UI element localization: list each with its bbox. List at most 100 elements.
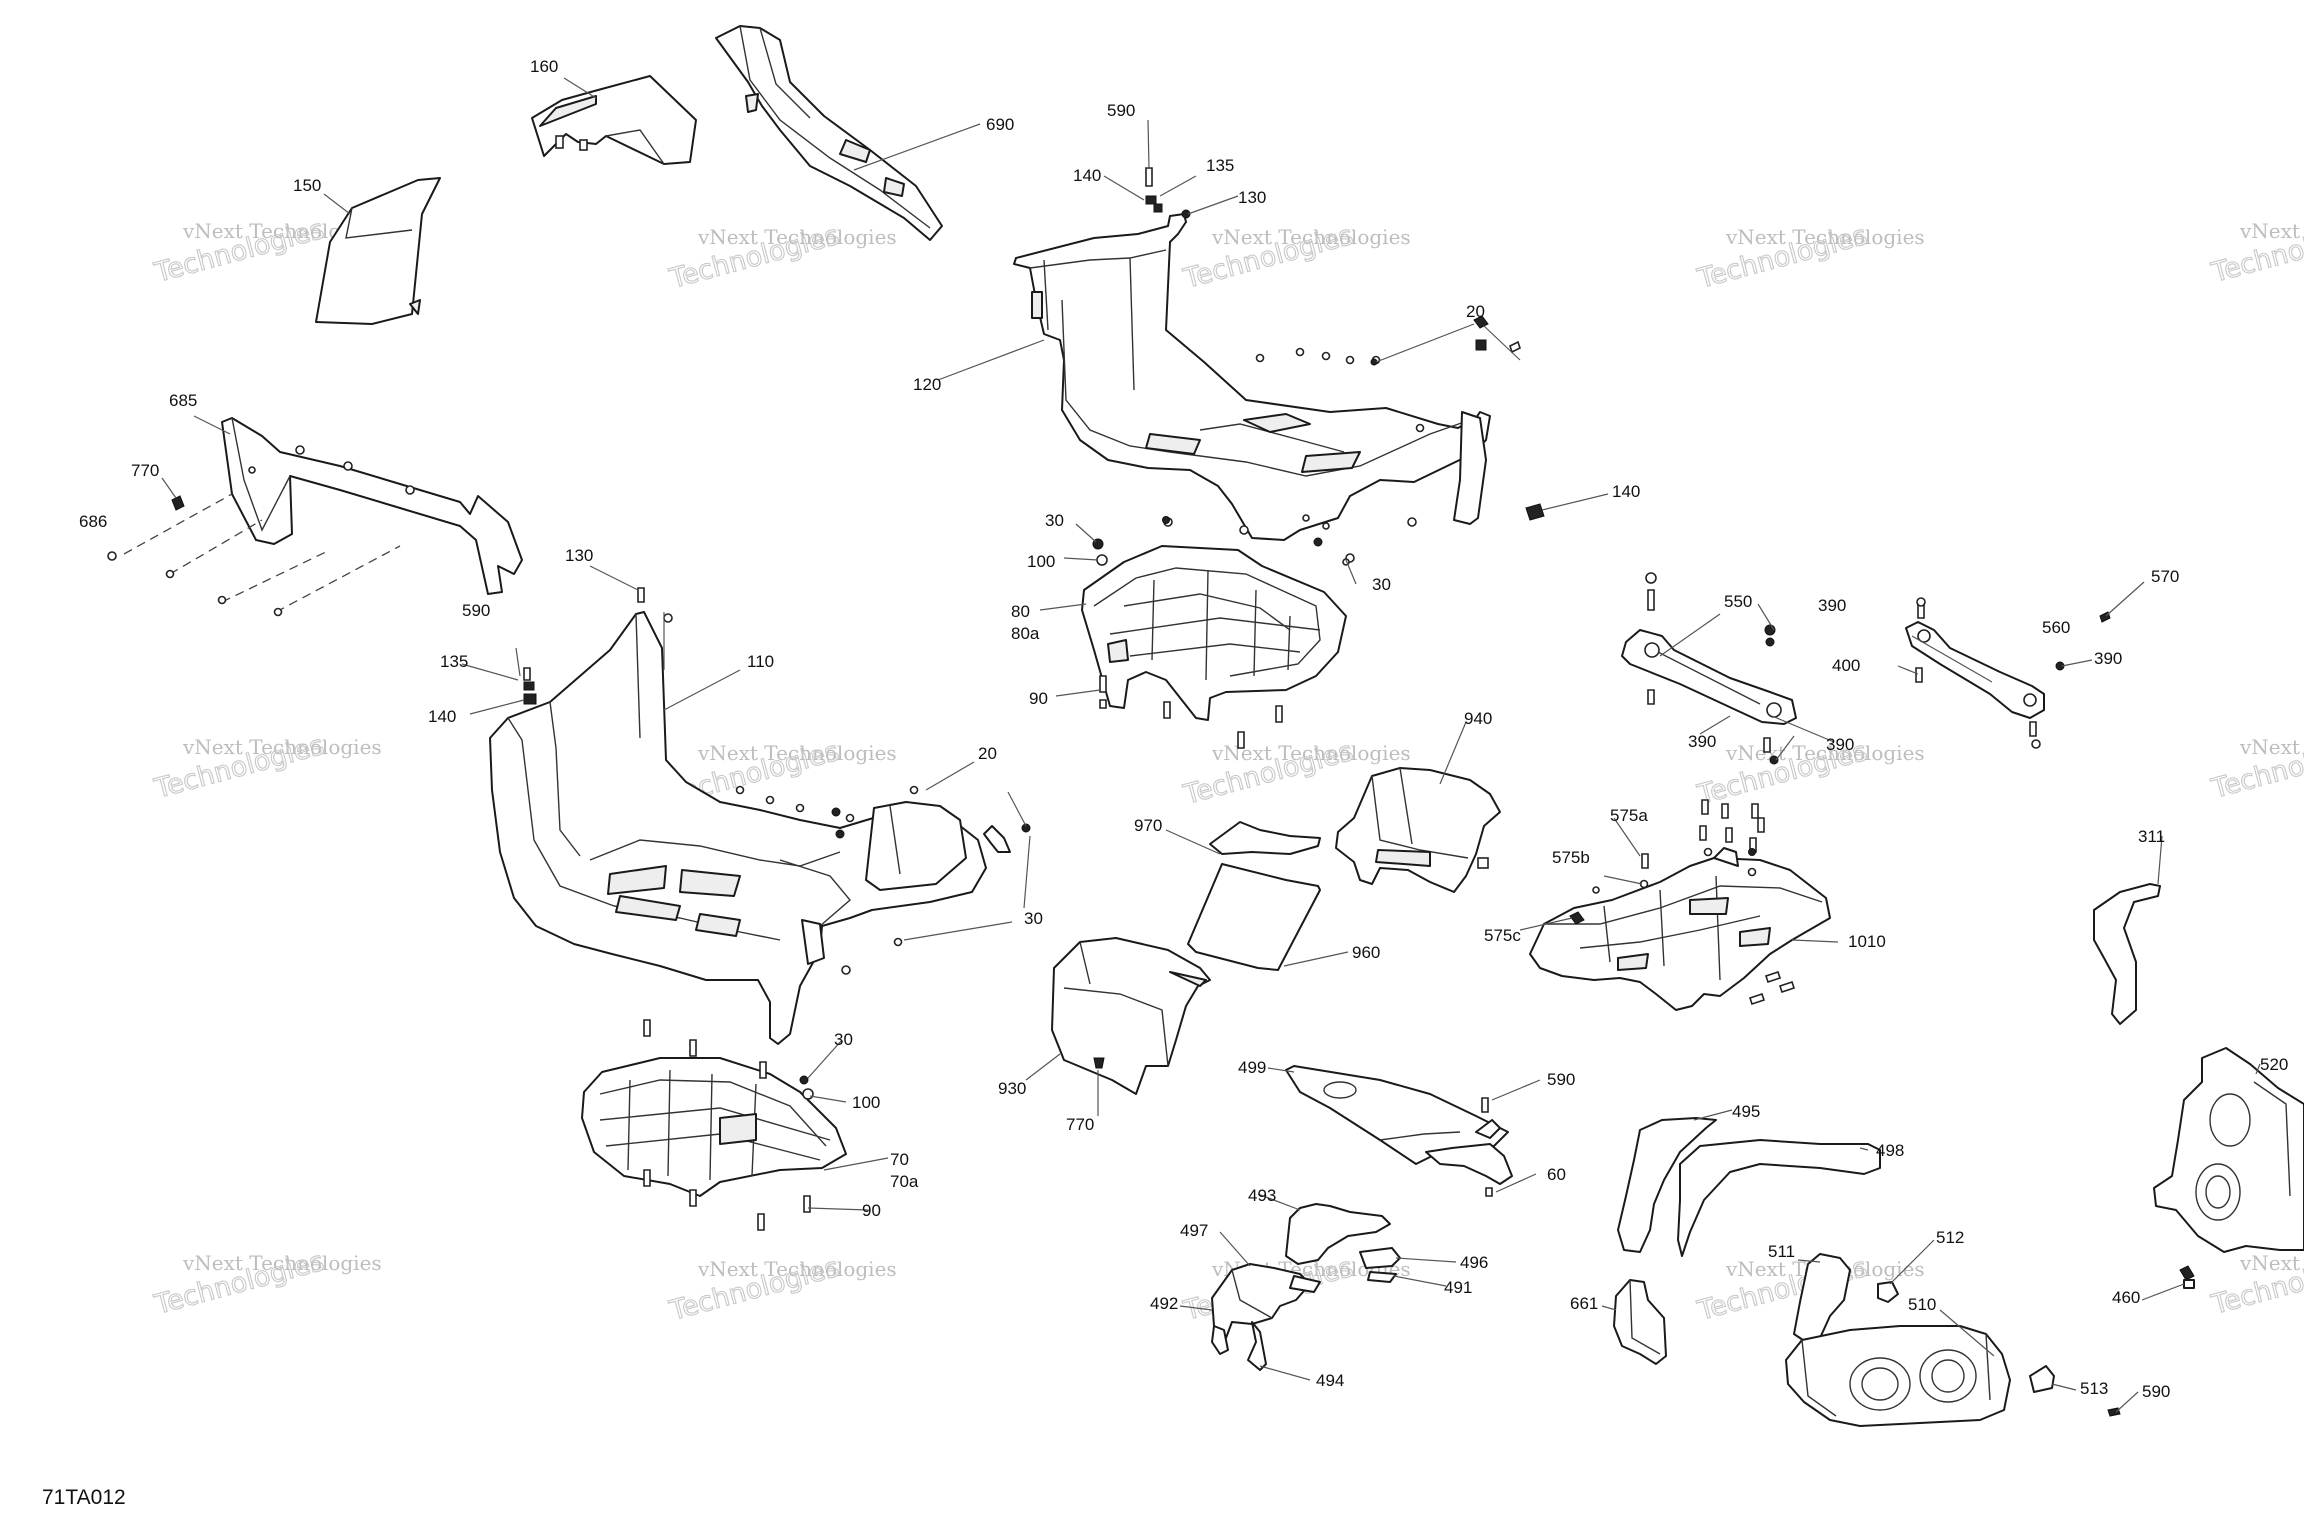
callout-label: 130 [565, 546, 593, 565]
svg-text:vNext Technologies: vNext Technologies [1725, 225, 1925, 249]
fastener [1485, 1187, 1493, 1197]
callout-label: 311 [2138, 827, 2165, 846]
watermark: vNext Technologies Technologies [2207, 1245, 2304, 1321]
parts-layer [107, 25, 2304, 1427]
part-770-clip [171, 495, 185, 511]
svg-text:vNext Technologies: vNext Technologies [182, 1251, 382, 1275]
part-520-bezel [2153, 1047, 2304, 1289]
fastener [217, 595, 227, 605]
svg-text:vNext Technologies: vNext Technologies [2239, 219, 2304, 243]
part-770-clip [1093, 1057, 1105, 1069]
part-311-bracket [2093, 883, 2161, 1025]
callout-label: 30 [834, 1030, 853, 1049]
part-685-rail [221, 417, 523, 595]
fastener [165, 569, 175, 579]
callout-label: 770 [131, 461, 159, 480]
part-512-clip [1877, 1281, 1899, 1303]
callout-label: 80a [1011, 624, 1040, 643]
part-150-side-panel [315, 177, 441, 325]
callout-label: 110 [747, 652, 774, 671]
part-110-front-footwell [489, 611, 1011, 1045]
callout-label: 493 [1248, 1186, 1276, 1205]
callout-label: 30 [1024, 909, 1043, 928]
part-550-bar [1621, 572, 1797, 765]
callout-label: 770 [1066, 1115, 1094, 1134]
callout-label: 400 [1832, 656, 1860, 675]
svg-text:vNext Technologies: vNext Technologies [1725, 741, 1925, 765]
callout-label: 140 [1612, 482, 1640, 501]
callout-label: 510 [1908, 1295, 1936, 1314]
part-661-bracket [1613, 1279, 1667, 1365]
watermark: vNext Technologies Technologies [665, 1251, 896, 1327]
callout-label: 135 [1206, 156, 1234, 175]
dash-line [169, 519, 263, 575]
watermark: vNext Technologies Technologies [2207, 729, 2304, 805]
callout-label: 590 [1547, 1070, 1575, 1089]
part-60-tab [1475, 1119, 1501, 1139]
part-70-frame [581, 1057, 847, 1197]
part-940-cover [1335, 767, 1501, 893]
part-140-clip [1525, 503, 1545, 521]
part-960-plate [1187, 863, 1321, 971]
callout-label: 70a [890, 1172, 919, 1191]
dash-line [123, 493, 233, 555]
callout-label: 491 [1444, 1278, 1472, 1297]
dash-line [221, 549, 331, 603]
callout-label: 495 [1732, 1102, 1760, 1121]
callout-label: 686 [79, 512, 107, 531]
callout-label: 575b [1552, 848, 1590, 867]
watermark: vNext Technologies Technologies [1179, 219, 1411, 295]
callout-label: 30 [1372, 575, 1391, 594]
callout-label: 570 [2151, 567, 2179, 586]
callout-label: 130 [1238, 188, 1266, 207]
callout-label: 135 [440, 652, 468, 671]
svg-text:vNext Technologies: vNext Technologies [1211, 225, 1411, 249]
part-120-rear-footwell [1013, 213, 1491, 541]
callout-label: 575c [1484, 926, 1521, 945]
callout-label: 498 [1876, 1141, 1904, 1160]
hardware-group [643, 1019, 814, 1231]
svg-text:vNext Technologies: vNext Technologies [697, 225, 897, 249]
part-498-panel [1677, 1139, 1881, 1257]
part-513-clip [2029, 1365, 2055, 1393]
callout-label: 90 [1029, 689, 1048, 708]
callout-label: 560 [2042, 618, 2070, 637]
leader-lines [161, 77, 2261, 1413]
callout-label: 590 [2142, 1382, 2170, 1401]
svg-text:vNext Technologies: vNext Technologies [2239, 1251, 2304, 1275]
callout-label: 492 [1150, 1294, 1178, 1313]
part-560-arm [1905, 597, 2111, 749]
part-80-frame [1081, 545, 1347, 721]
callout-label: 511 [1768, 1242, 1795, 1261]
part-160-cover [531, 75, 697, 165]
fastener [1481, 1097, 1489, 1113]
svg-text:vNext Technologies: vNext Technologies [2239, 735, 2304, 759]
callout-label: 90 [862, 1201, 881, 1220]
callout-label: 661 [1570, 1294, 1598, 1313]
fastener [273, 607, 283, 617]
callout-label: 390 [1826, 735, 1854, 754]
callout-label: 970 [1134, 816, 1162, 835]
part-510-headlight-housing [1785, 1325, 2011, 1427]
callout-label: 150 [293, 176, 321, 195]
part-690-panel [715, 25, 943, 241]
callout-label: 100 [852, 1093, 880, 1112]
watermark: vNext Technologies Technologies [150, 1245, 382, 1321]
callout-label: 940 [1464, 709, 1492, 728]
part-493-497-492-494-group [1211, 1203, 1401, 1371]
watermark: vNext Technologies Technologies [2207, 213, 2304, 289]
callout-label: 520 [2260, 1055, 2288, 1074]
callout-label: 390 [1818, 596, 1846, 615]
callout-label: 499 [1238, 1058, 1266, 1077]
callout-label: 960 [1352, 943, 1380, 962]
callout-label: 140 [428, 707, 456, 726]
diagram-code: 71TA012 [42, 1486, 126, 1509]
callout-label: 590 [1107, 101, 1135, 120]
callout-label: 496 [1460, 1253, 1488, 1272]
part-495-panel [1617, 1117, 1717, 1253]
callout-label: 512 [1936, 1228, 1964, 1247]
callout-label: 513 [2080, 1379, 2108, 1398]
callout-label: 20 [978, 744, 997, 763]
watermark: vNext Technologies Technologies [150, 729, 381, 805]
callout-label: 497 [1180, 1221, 1208, 1240]
